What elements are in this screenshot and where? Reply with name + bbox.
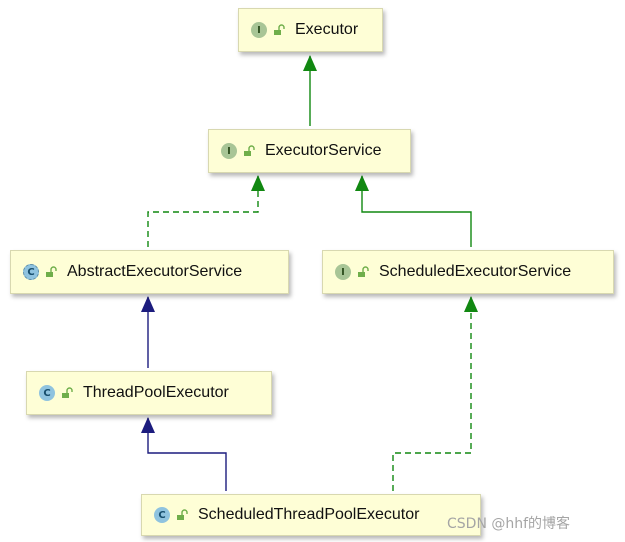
public-lock-icon <box>244 145 255 156</box>
edge-scheduledthreadpoolexecutor-to-scheduledexecutorservice <box>392 296 478 491</box>
interface-badge-icon: I <box>251 22 267 38</box>
public-lock-icon <box>62 387 73 398</box>
edge-scheduledexecutorservice-to-executorservice <box>355 175 472 247</box>
class-badge-icon: C <box>39 385 55 401</box>
node-executor[interactable]: I Executor <box>238 8 383 52</box>
interface-badge-icon: I <box>221 143 237 159</box>
node-label: Executor <box>295 21 359 38</box>
class-badge-icon: C <box>154 507 170 523</box>
node-executor-service[interactable]: I ExecutorService <box>208 129 411 173</box>
node-thread-pool-executor[interactable]: C ThreadPoolExecutor <box>26 371 272 415</box>
node-label: ExecutorService <box>265 142 382 159</box>
public-lock-icon <box>274 24 285 35</box>
node-label: ScheduledExecutorService <box>379 263 572 280</box>
abstract-class-badge-icon: C <box>23 264 39 280</box>
node-label: ScheduledThreadPoolExecutor <box>198 506 420 523</box>
public-lock-icon <box>46 266 57 277</box>
edge-abstractexecutorservice-to-executorservice <box>147 175 265 247</box>
public-lock-icon <box>177 509 188 520</box>
node-abstract-executor-service[interactable]: C AbstractExecutorService <box>10 250 289 294</box>
node-scheduled-thread-pool-executor[interactable]: C ScheduledThreadPoolExecutor <box>141 494 481 536</box>
edge-scheduledthreadpoolexecutor-to-threadpoolexecutor <box>141 417 227 491</box>
node-scheduled-executor-service[interactable]: I ScheduledExecutorService <box>322 250 614 294</box>
interface-badge-icon: I <box>335 264 351 280</box>
public-lock-icon <box>358 266 369 277</box>
watermark: CSDN @hhf的博客 <box>447 516 571 532</box>
node-label: AbstractExecutorService <box>67 263 243 280</box>
node-label: ThreadPoolExecutor <box>83 384 229 401</box>
